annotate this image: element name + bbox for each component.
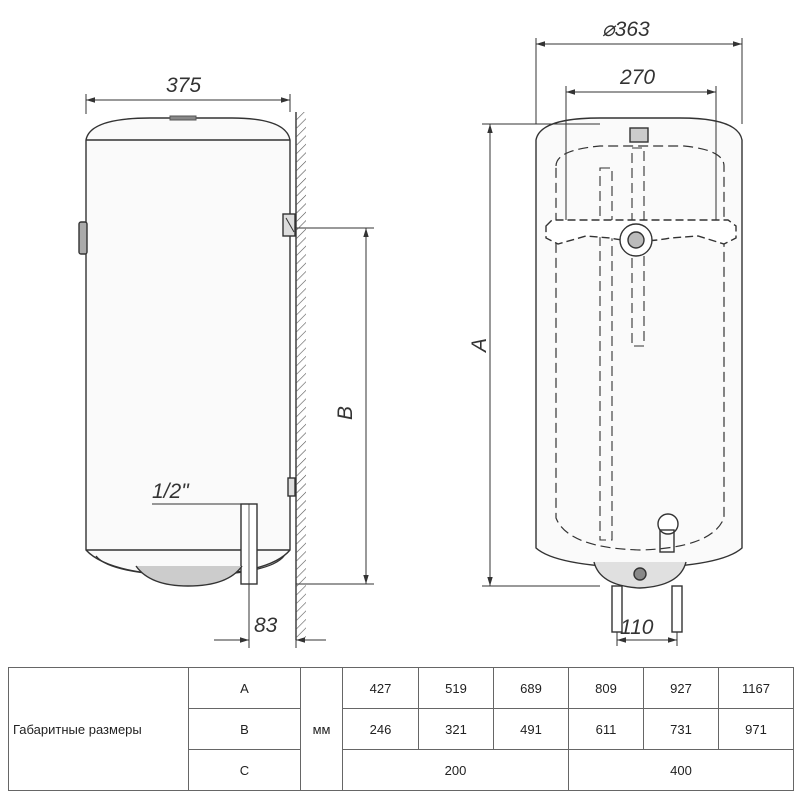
- table-cell: 321: [418, 708, 494, 750]
- unit-cell: мм: [300, 667, 343, 791]
- table-cell: 491: [493, 708, 569, 750]
- param-cell: A: [188, 667, 301, 709]
- b-dim-label: B: [334, 406, 357, 420]
- pipe-size-label: 1/2": [152, 480, 190, 503]
- table-cell: 519: [418, 667, 494, 709]
- table-cell: 689: [493, 667, 569, 709]
- table-cell: 611: [568, 708, 644, 750]
- side-upper-bracket: [282, 213, 296, 237]
- dimensions-table: Габаритные размеры A мм 427 519 689 809 …: [8, 667, 794, 791]
- table-cell: 809: [568, 667, 644, 709]
- side-knob: [78, 221, 88, 255]
- front-top-fitting: [629, 127, 649, 143]
- front-drain: [633, 567, 647, 581]
- table-cell: 927: [643, 667, 719, 709]
- table-cell: 246: [342, 708, 419, 750]
- table-cell: 427: [342, 667, 419, 709]
- pipe-offset-dim-label: 83: [254, 614, 278, 637]
- front-pipe-right: [671, 585, 683, 633]
- table-cell: 400: [568, 749, 794, 791]
- bracket-dim-label: 270: [619, 66, 655, 89]
- a-dim-label: A: [468, 338, 491, 354]
- width-dim-label: 375: [166, 74, 201, 97]
- table-row-c: C 200 400: [9, 749, 794, 791]
- table-cell: 971: [718, 708, 794, 750]
- table-cell: 1167: [718, 667, 794, 709]
- front-tank-body: [535, 117, 743, 569]
- inner-tank-outline: [555, 145, 725, 551]
- dimensions-label: Габаритные размеры: [8, 667, 189, 791]
- table-row-b: B 246 321 491 611 731 971: [9, 708, 794, 750]
- front-dimensions: [482, 38, 743, 646]
- front-view: [535, 117, 743, 633]
- side-view: [78, 112, 306, 640]
- param-cell: C: [188, 749, 301, 791]
- wall-hatching: [296, 112, 306, 640]
- side-lower-bracket: [287, 477, 296, 497]
- table-row-a: Габаритные размеры A мм 427 519 689 809 …: [8, 667, 794, 791]
- table-cell: 200: [342, 749, 569, 791]
- bottom-thermostat: [657, 513, 679, 535]
- technical-drawing: 375 1/2" B 83: [78, 18, 743, 648]
- side-tank-body: [85, 117, 291, 577]
- param-cell: B: [188, 708, 301, 750]
- diameter-dim-label: ⌀363: [602, 18, 650, 41]
- pipe-spacing-dim-label: 110: [620, 616, 654, 639]
- side-dimensions: [85, 94, 374, 648]
- table-cell: 731: [643, 708, 719, 750]
